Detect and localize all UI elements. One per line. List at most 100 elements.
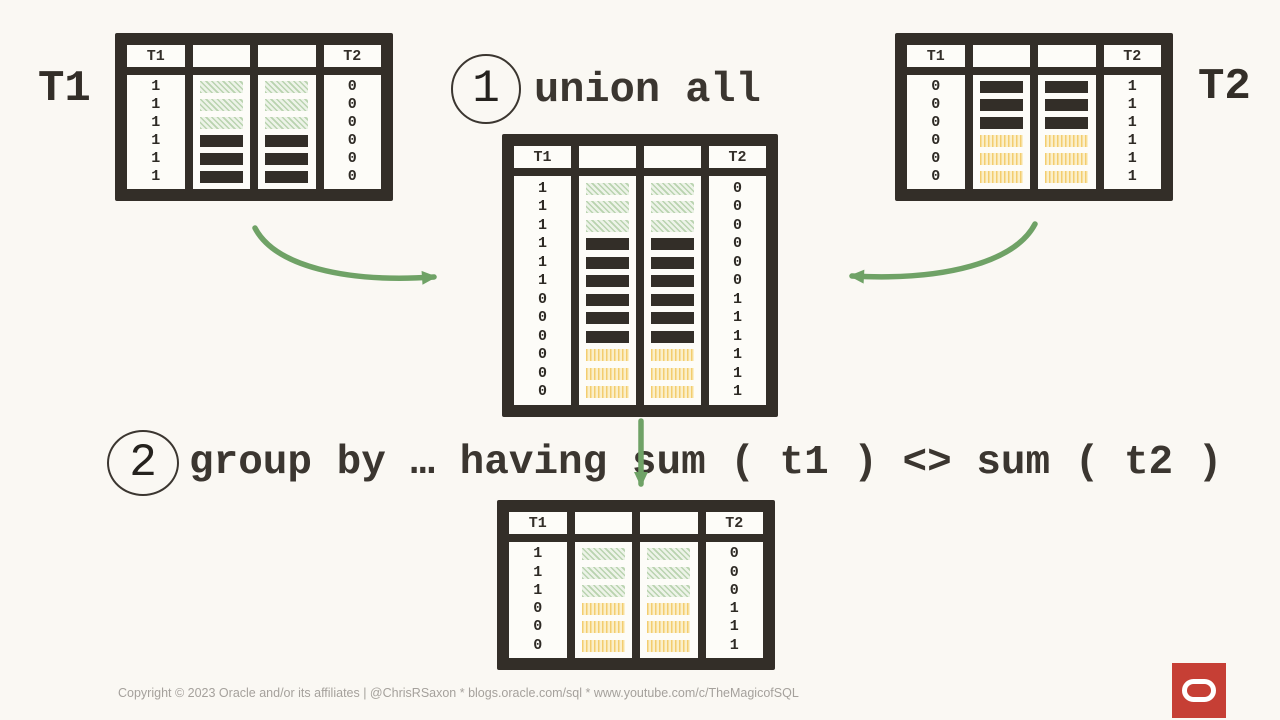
row-bar-green [647,566,691,579]
t2-value: 1 [1127,78,1137,95]
row-bar-black [979,81,1023,93]
data-column [1038,75,1096,189]
column-header-cell: T1 [509,512,567,534]
row-bar-green [581,584,625,597]
column-header-cell: T2 [705,512,763,534]
t2-value: 0 [347,114,357,131]
column-header-cell: T1 [514,146,571,168]
t2-value: 1 [1127,114,1137,131]
row-bar-black [586,330,629,343]
row-bar-black [586,256,629,269]
t2-value: 1 [1127,150,1137,167]
t2-value: 0 [729,545,739,563]
column-header-cell: T1 [907,45,965,67]
data-column [579,176,636,405]
t2-value: 1 [1127,96,1137,113]
t2-value: 0 [347,78,357,95]
t2-table-label: T2 [1198,62,1251,112]
row-bar-black [1045,117,1089,129]
t1-value: 0 [931,96,941,113]
row-bar-yellow [651,349,694,362]
t2-value: 1 [729,618,739,636]
t2-value: 1 [732,327,742,345]
row-bar-yellow [979,171,1023,183]
t1-value: 1 [537,253,547,271]
column-header-cell [640,512,698,534]
data-column [258,75,316,189]
row-bar-yellow [586,349,629,362]
t1-value: 0 [931,132,941,149]
row-bar-yellow [979,135,1023,147]
t2-value: 0 [732,235,742,253]
column-header-cell [579,146,636,168]
t1-value: 0 [537,290,547,308]
t1-value: 0 [537,346,547,364]
t1-table-label: T1 [38,64,91,114]
t1-value: 1 [151,114,161,131]
row-bar-black [979,117,1023,129]
t1-value: 1 [537,198,547,216]
t1-value: 0 [537,383,547,401]
row-bar-yellow [651,386,694,399]
t2-value: 1 [732,346,742,364]
row-bar-black [199,153,243,165]
row-bar-green [586,219,629,232]
row-bar-green [199,117,243,129]
t1-value: 1 [537,179,547,197]
column-header-cell: T2 [709,146,766,168]
row-bar-green [265,99,309,111]
t2-value: 0 [347,132,357,149]
t2-value: 0 [732,253,742,271]
row-bar-black [586,312,629,325]
step-1-union-all-label: union all [534,66,761,114]
t1-value: 0 [533,600,543,618]
step-1-circle: 1 [451,54,521,124]
t1-value: 1 [537,272,547,290]
column-header-cell [574,512,632,534]
t2-value: 1 [1127,132,1137,149]
data-column [644,176,701,405]
column-header-cell [1038,45,1096,67]
t2-value: 1 [732,383,742,401]
column-header-cell: T1 [127,45,185,67]
column-header-cell: T2 [323,45,381,67]
t2-value: 0 [729,581,739,599]
t1-value: 1 [151,96,161,113]
copyright-footer: Copyright © 2023 Oracle and/or its affil… [118,686,799,700]
t2-value: 0 [732,198,742,216]
row-bar-black [265,153,309,165]
t2-value: 1 [732,364,742,382]
row-bar-yellow [1045,153,1089,165]
t2-value: 0 [732,179,742,197]
row-bar-yellow [979,153,1023,165]
t1-value: 0 [537,309,547,327]
row-bar-black [1045,99,1089,111]
arrow-t2-to-union [849,221,1038,284]
row-bar-green [651,219,694,232]
row-bar-black [586,238,629,251]
row-bar-black [586,293,629,306]
row-bar-green [586,182,629,195]
oracle-o-icon [1182,679,1216,702]
row-bar-green [265,117,309,129]
t1-value: 1 [533,545,543,563]
row-bar-black [199,171,243,183]
data-column [574,542,632,658]
row-bar-green [581,566,625,579]
row-bar-green [647,584,691,597]
arrow-t1-to-union [252,225,437,285]
data-column [192,75,250,189]
t2-value: 0 [347,150,357,167]
t1-value: 1 [151,150,161,167]
row-bar-black [651,312,694,325]
data-column [640,542,698,658]
step-2-circle: 2 [107,430,179,496]
row-bar-green [651,201,694,214]
